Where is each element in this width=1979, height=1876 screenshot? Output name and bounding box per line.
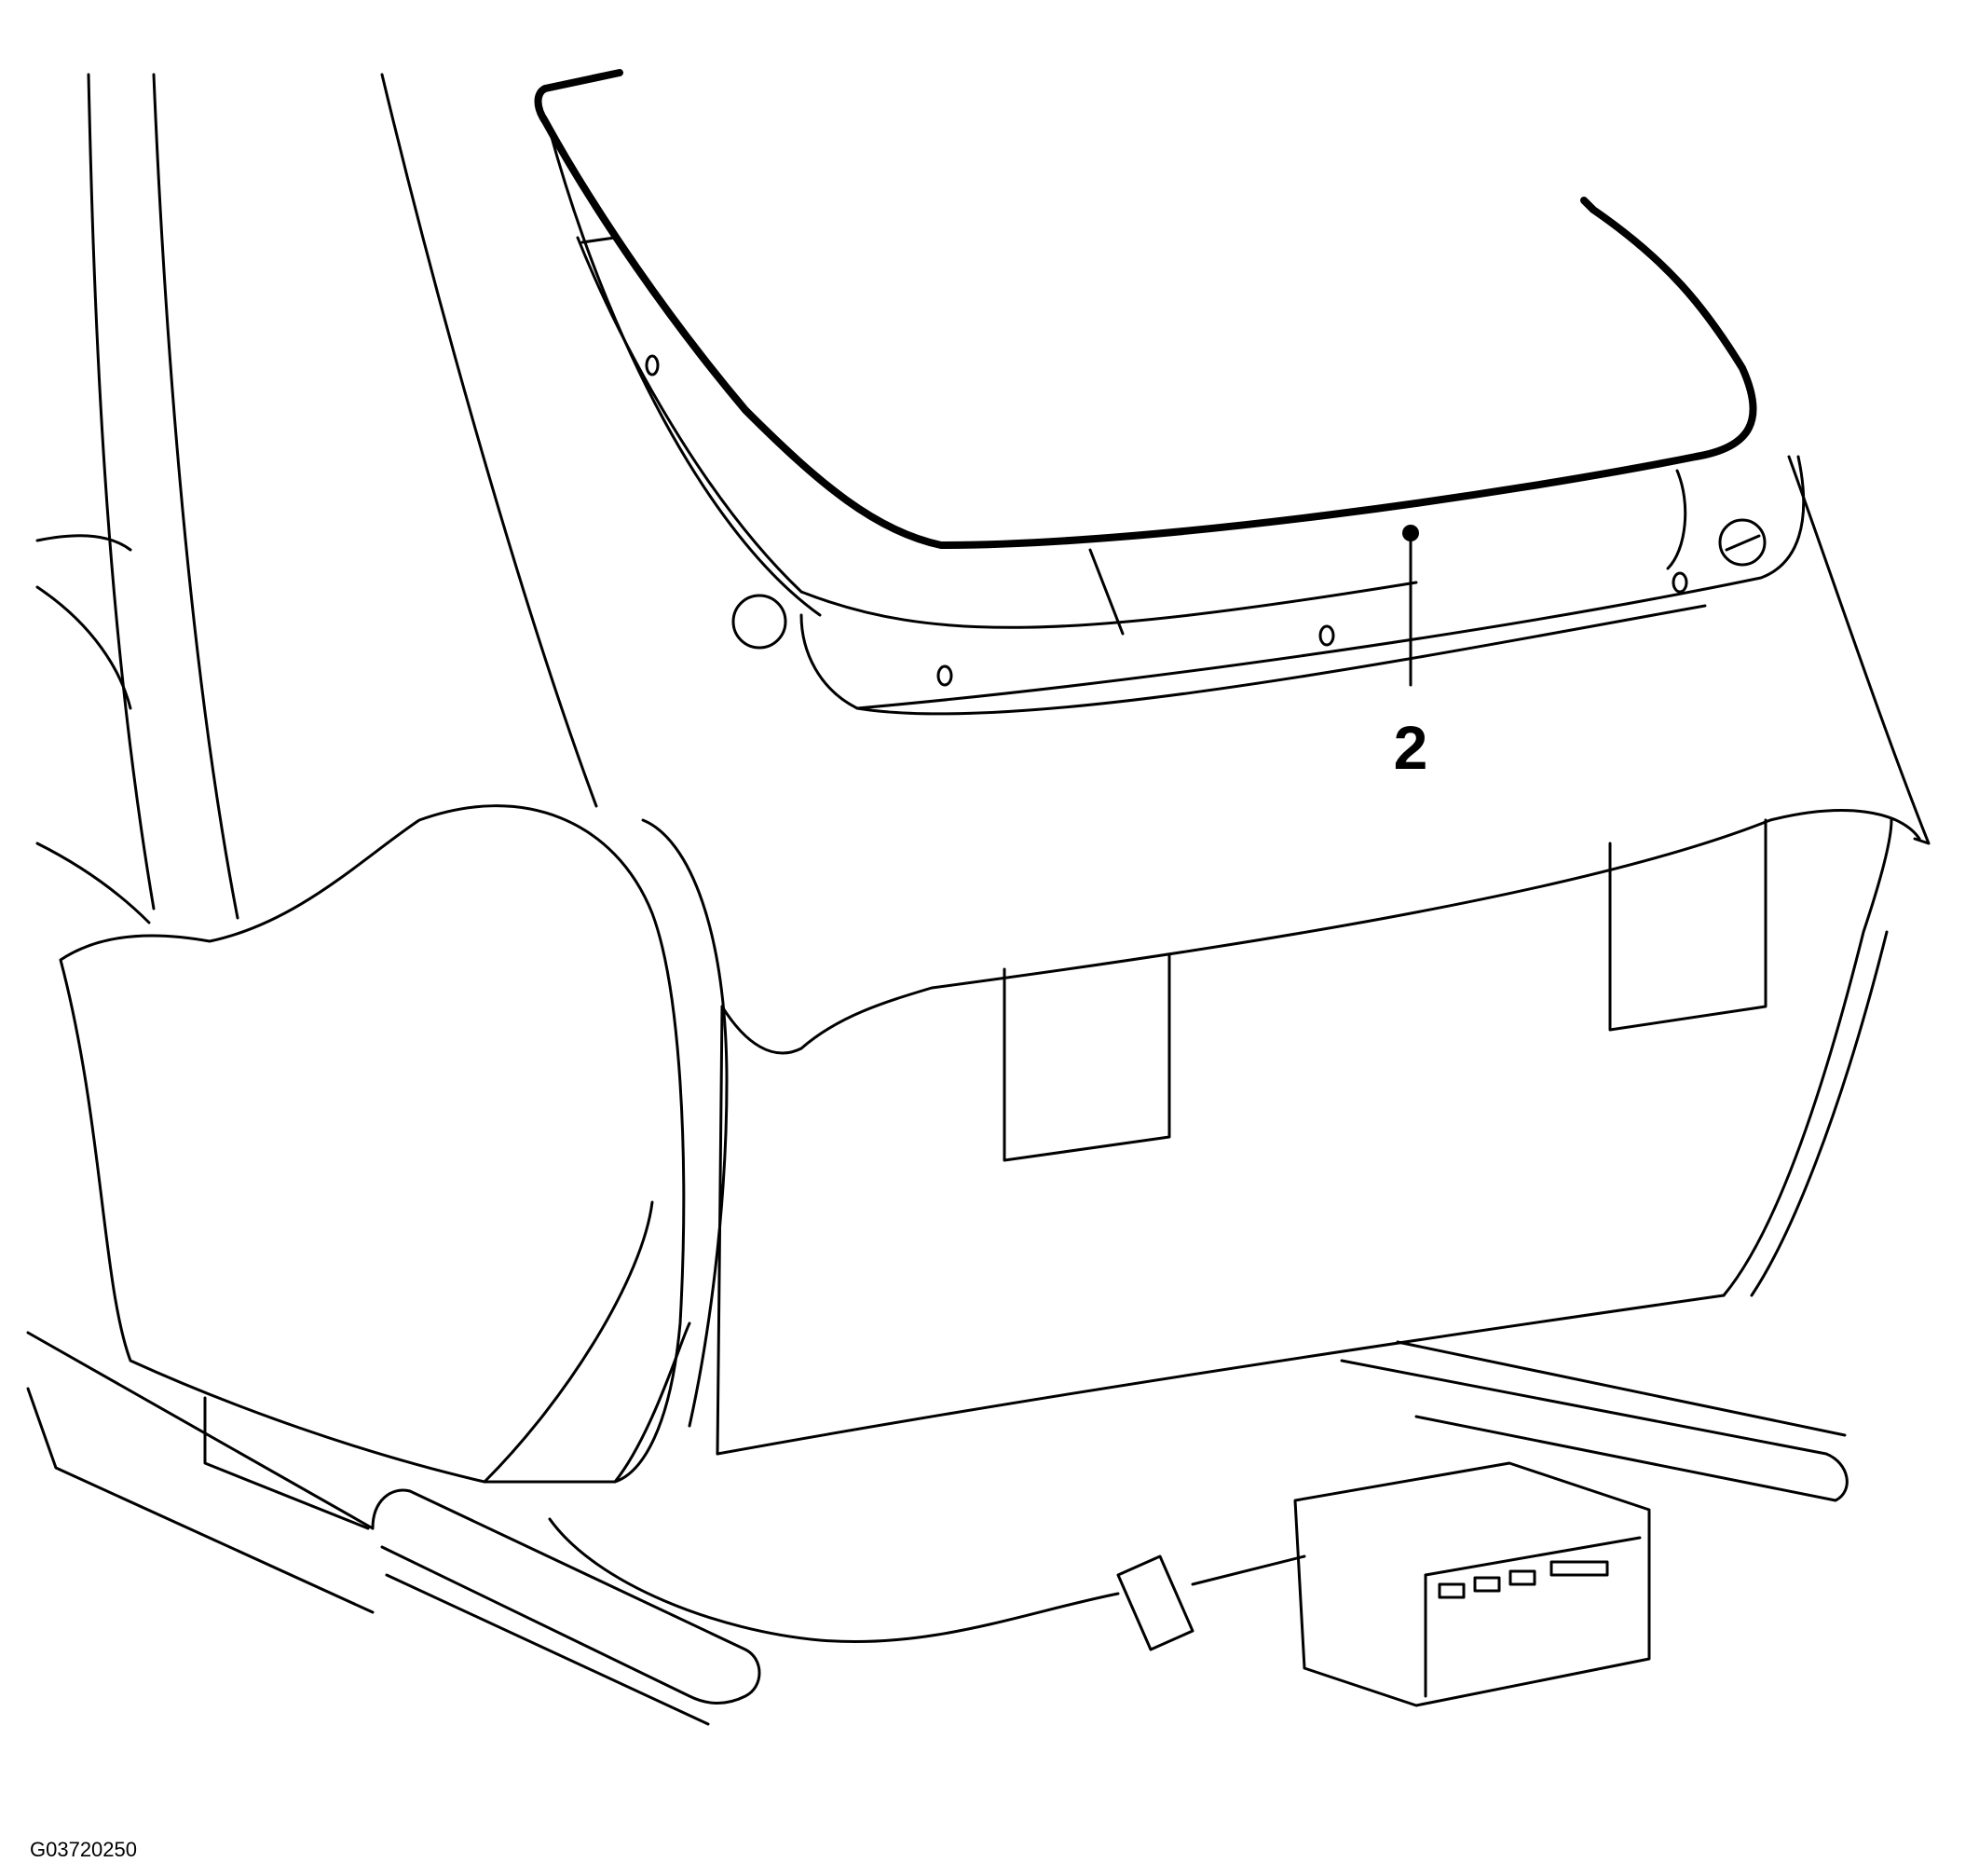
liftgate-opening bbox=[534, 69, 1931, 845]
left-body-panel bbox=[35, 73, 598, 924]
mounting-holes bbox=[645, 354, 1767, 687]
quarter-panel bbox=[59, 804, 729, 1484]
trailer-wiring-connector bbox=[548, 1461, 1651, 1707]
figure-id: G03720250 bbox=[30, 1838, 137, 1861]
bumper-fascia bbox=[716, 809, 1921, 1456]
callout-2: 2 bbox=[1394, 525, 1428, 782]
weatherstrip-outline bbox=[534, 69, 1757, 549]
callout-number: 2 bbox=[1394, 713, 1428, 782]
trailer-hitch bbox=[26, 1331, 1849, 1726]
